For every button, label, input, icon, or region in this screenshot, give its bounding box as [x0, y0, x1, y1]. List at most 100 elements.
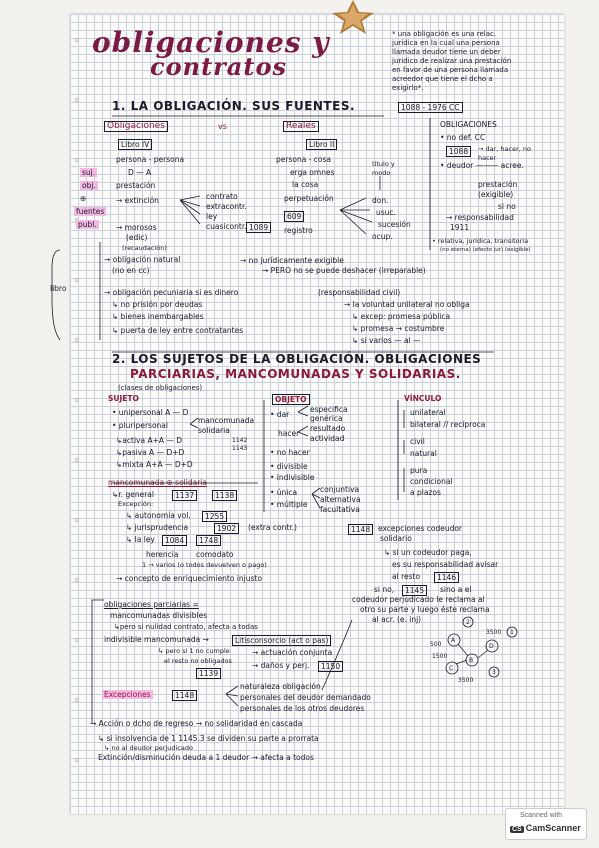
- definition-line: exigirlo*.: [392, 84, 424, 92]
- libro-iv: Libro IV: [118, 139, 153, 150]
- no-jur: → no jurídicamente exigible: [240, 256, 344, 265]
- sino-el: sino a el: [440, 585, 472, 594]
- solidario: solidario: [380, 534, 412, 543]
- extra-contr: (extra contr.): [248, 523, 297, 532]
- ref-1139: 1139: [196, 668, 222, 679]
- diag-3500b: 3500: [458, 677, 474, 684]
- ref-1148: 1148: [348, 524, 374, 535]
- al-acr: al acr. (e. inj): [372, 615, 422, 624]
- varios: 1 → varios (o todos devuelven o pago): [142, 561, 267, 569]
- diag-2: 2: [466, 619, 470, 626]
- diag-3: 3: [492, 669, 496, 676]
- pero-no: → PERO no se puede deshacer (irreparable…: [262, 266, 426, 275]
- generica: genérica: [310, 414, 343, 423]
- la-ley: ↳ la ley: [126, 535, 155, 544]
- el-resto: el resto no obligados: [164, 657, 232, 665]
- star-sticker-icon: [332, 0, 374, 34]
- excepciones-codeudor: excepciones codeudor: [378, 524, 463, 533]
- excepcion: Excepción:: [118, 500, 154, 508]
- objeto-head: OBJETO: [272, 394, 310, 405]
- registro: registro: [284, 226, 313, 235]
- libro-note: libro: [50, 284, 67, 293]
- obligacion-natural: → obligación natural: [104, 255, 181, 264]
- voluntad: → la voluntad unilateral no obliga: [344, 300, 470, 309]
- bienes: ↳ bienes inembargables: [112, 312, 204, 321]
- activa: ↳activa A+A — D: [116, 436, 183, 445]
- si-varios: ↳ si varios — al —: [352, 336, 421, 345]
- multiple: • múltiple: [270, 500, 308, 509]
- excep: ↳ excep: promesa pública: [352, 312, 451, 321]
- ley: ley: [206, 212, 218, 221]
- exigible: (exigible): [478, 190, 514, 199]
- definition-line: * una obligación es una relac.: [392, 30, 497, 38]
- d-a: D — A: [128, 168, 152, 177]
- pluripersonal: • pluripersonal: [112, 421, 168, 430]
- libro-ii: Libro II: [306, 139, 338, 150]
- ref-1142: 1142: [232, 437, 248, 444]
- scanner-line2: CamScanner: [525, 823, 581, 833]
- unipersonal: • unipersonal A — D: [112, 408, 189, 417]
- indivisible: • indivisible: [270, 473, 315, 482]
- titulo-modo: título y modo: [372, 160, 395, 177]
- prestacion-r: prestación: [478, 180, 518, 189]
- unica: • única: [270, 488, 298, 497]
- promesa: ↳ promesa → costumbre: [352, 324, 445, 333]
- obligaciones-label: Obligaciones: [104, 121, 168, 132]
- solidaria: solidaria: [198, 426, 230, 435]
- camscanner-logo-icon: CS: [510, 826, 524, 833]
- obj-tag: obj.: [80, 181, 98, 190]
- prestacion: prestación: [116, 181, 156, 190]
- ref-1137: 1137: [172, 490, 198, 501]
- vinculo-head: VÍNCULO: [404, 394, 442, 403]
- divisible: • divisible: [270, 462, 308, 471]
- mixta: ↳mixta A+A — D+D: [116, 460, 193, 469]
- si-no-1145: si no,: [374, 585, 395, 594]
- no-hacer: • no hacer: [270, 448, 310, 457]
- definition-line: acreedor que tiene el dcho a: [392, 75, 493, 83]
- extincion-final: Extinción/disminución deuda a 1 deudor →…: [98, 753, 314, 762]
- mancomunadas-div: mancomunadas divisibles: [110, 611, 208, 620]
- ref-box: 1088 - 1976 CC: [398, 102, 463, 113]
- publ-tag: publ.: [76, 220, 99, 229]
- suj-tag: suj.: [80, 168, 98, 177]
- diag-a: A: [451, 637, 456, 644]
- page-title: obligaciones y: [92, 26, 330, 59]
- ref-1089: 1089: [246, 222, 272, 233]
- deudor-acree: • deudor ——— acree.: [440, 161, 524, 170]
- ocup: ocup.: [372, 232, 393, 241]
- comodato: comodato: [196, 550, 234, 559]
- no-en-cc: (no en cc): [112, 266, 150, 275]
- codeudor-perj: codeudor perjudicado le reclama al: [352, 595, 485, 604]
- diag-500: 500: [430, 641, 442, 648]
- diag-1500: 1500: [432, 653, 448, 660]
- definition-line: llamada deudor tiene un deber: [392, 48, 501, 56]
- edic: (edic): [126, 233, 148, 242]
- mancomunada: mancomunada: [198, 416, 255, 425]
- dar: • dar: [270, 410, 290, 419]
- pura: pura: [410, 466, 428, 475]
- ref-1902: 1902: [214, 523, 240, 534]
- resultado: resultado: [310, 424, 346, 433]
- sujeto-head: SUJETO: [108, 394, 139, 403]
- notebook-page: [70, 14, 564, 814]
- natural: natural: [410, 449, 437, 458]
- diag-1: 1: [510, 629, 514, 636]
- extincion: → extinción: [116, 196, 159, 205]
- condicional: condicional: [410, 477, 453, 486]
- litisconsorcio: Litisconsorcio (act o pas): [232, 635, 332, 646]
- civil: civil: [410, 437, 425, 446]
- pero-si-no: ↳ pero si 1 no cumple: [158, 647, 230, 655]
- ref-1088: 1088: [446, 146, 472, 157]
- ref-609: 609: [284, 211, 305, 222]
- persona-cosa: persona - cosa: [276, 155, 331, 164]
- a-plazos: a plazos: [410, 488, 441, 497]
- clases: (clases de obligaciones): [118, 384, 203, 392]
- personales2: personales de los otros deudores: [240, 704, 365, 713]
- vs-label: vs: [218, 122, 227, 131]
- excepciones: Excepciones: [102, 690, 153, 699]
- ref-1138: 1138: [212, 490, 238, 501]
